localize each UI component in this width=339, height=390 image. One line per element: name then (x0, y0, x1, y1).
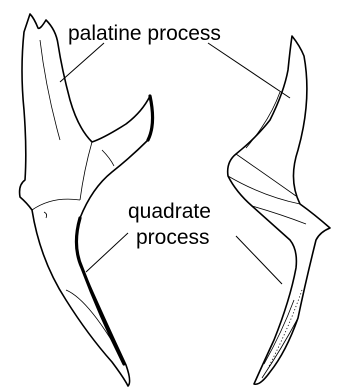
leader-palatine-right (208, 43, 290, 98)
label-quadrate-process-line2: process (136, 226, 210, 249)
right-pterygoid-bone (228, 36, 330, 384)
leader-quadrate-right (236, 236, 282, 284)
leader-palatine-left (60, 43, 104, 82)
label-quadrate-process-line1: quadrate (128, 200, 211, 223)
label-palatine-process: palatine process (68, 22, 221, 45)
leader-quadrate-left (86, 233, 128, 272)
